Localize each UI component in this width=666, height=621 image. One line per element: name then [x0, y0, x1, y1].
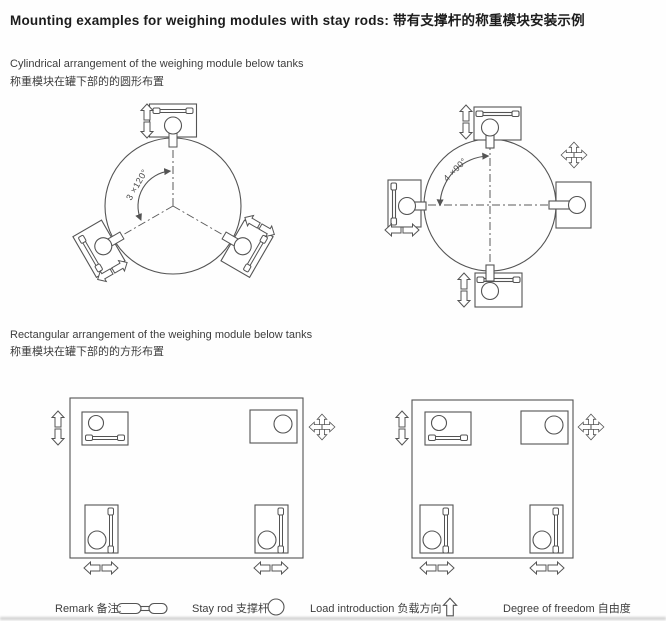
tank-rectangle: [411, 399, 574, 559]
degree-of-freedom-cross-icon: [309, 414, 335, 440]
weighing-module-icon: [520, 410, 569, 445]
degree-of-freedom-cross-icon: [578, 414, 604, 440]
weighing-module-icon: [419, 504, 454, 554]
weighing-module-icon: [254, 504, 289, 554]
angle-label-4x90: 4 ×90°: [441, 156, 468, 183]
weighing-module-icon: [460, 105, 522, 149]
legend-remark-label: Remark 备注:: [55, 603, 122, 615]
rectangular-heading-zh: 称重模块在罐下部的的方形布置: [10, 346, 164, 358]
angle-arc: [135, 168, 172, 222]
left-right-arrows-icon: [254, 562, 288, 574]
legend-load-introduction-label: Load introduction 负载方向: [310, 603, 442, 615]
left-right-arrows-icon: [84, 562, 118, 574]
weighing-module-icon: [548, 181, 592, 229]
weighing-module-icon: [141, 104, 197, 206]
hollow-up-arrow-icon: [442, 597, 458, 617]
weighing-module-icon: [84, 504, 119, 554]
angle-label-3x120: 3 ×120°: [124, 167, 150, 202]
rectangular-heading-en: Rectangular arrangement of the weighing …: [10, 329, 313, 341]
weighing-module-icon: [81, 411, 129, 446]
cylindrical-heading-en: Cylindrical arrangement of the weighing …: [10, 58, 304, 70]
weighing-module-icon: [458, 264, 523, 308]
legend-degree-of-freedom-label: Degree of freedom 自由度: [503, 603, 631, 615]
degree-of-freedom-cross-icon: [561, 142, 587, 168]
weighing-module-icon: [249, 409, 298, 444]
weighing-module-icon: [385, 179, 427, 236]
angle-arc: [436, 152, 490, 207]
cylindrical-4-diagram: 4 ×90°: [385, 105, 592, 308]
load-circle-icon: [267, 598, 285, 616]
weighing-module-icon: [161, 178, 277, 277]
tank-rectangle: [69, 397, 304, 559]
up-down-arrows-icon: [396, 411, 408, 445]
page-title: Mounting examples for weighing modules w…: [10, 13, 585, 28]
weighing-module-icon: [529, 504, 564, 554]
rectangular-diagram-left: [52, 397, 335, 574]
cylindrical-3-diagram: 3 ×120°: [73, 104, 277, 285]
up-down-arrows-icon: [52, 411, 64, 445]
stay-rod-dumbbell-icon: [116, 602, 168, 615]
weighing-module-icon: [424, 411, 472, 446]
legend-symbols: [116, 597, 458, 617]
page-bottom-rule: [0, 617, 666, 620]
cylindrical-heading-zh: 称重模块在罐下部的的圆形布置: [10, 76, 164, 88]
left-right-arrows-icon: [420, 562, 454, 574]
rectangular-diagram-right: [396, 399, 604, 574]
left-right-arrows-icon: [530, 562, 564, 574]
legend-stay-rod-label: Stay rod 支撑杆: [192, 603, 270, 615]
